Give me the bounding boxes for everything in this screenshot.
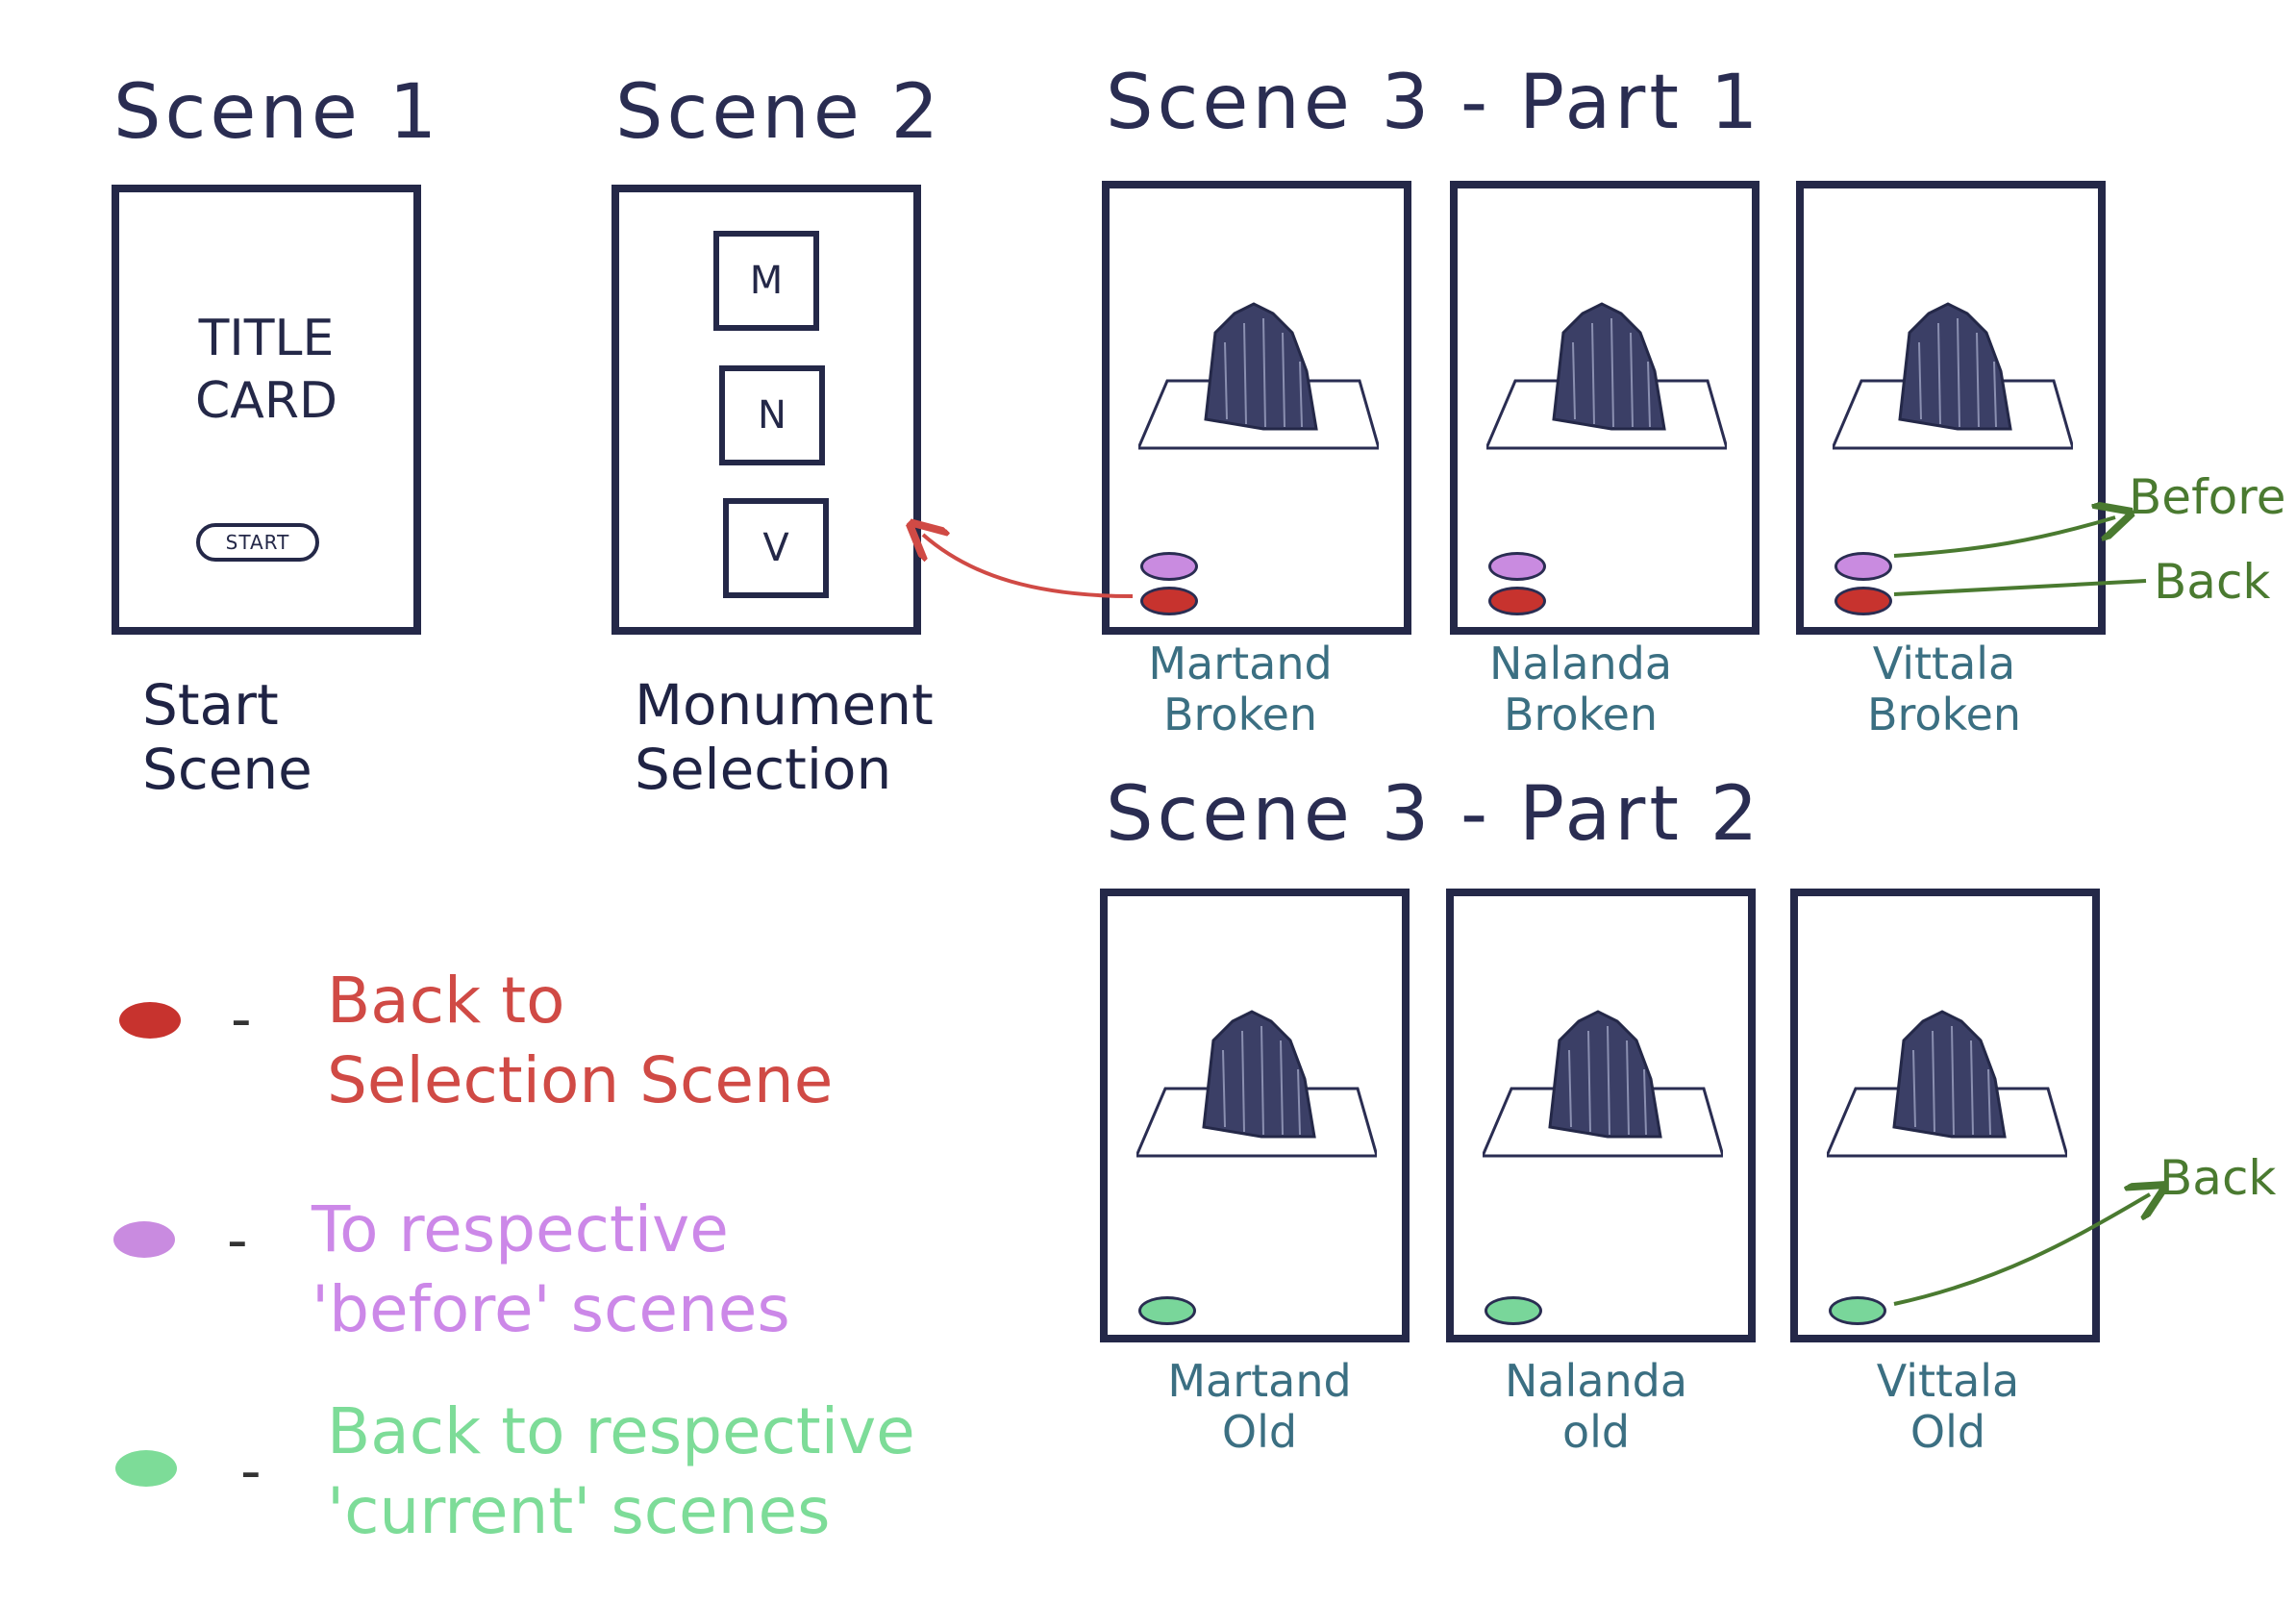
scene2-screen: M N V [611,185,921,635]
nalanda-old-screen [1446,889,1756,1342]
legend-dash: - [240,1438,262,1505]
nalanda-broken-screen [1450,181,1759,635]
monument-sketch-icon [1136,285,1381,462]
back-to-selection-button[interactable] [1834,587,1892,615]
back-annotation-part2: Back [2159,1150,2277,1206]
martand-old-screen [1100,889,1410,1342]
martand-broken-caption: Martand Broken [1148,638,1333,740]
nalanda-broken-caption: Nalanda Broken [1488,638,1673,740]
before-annotation: Before [2129,469,2286,525]
back-to-current-button[interactable] [1485,1296,1542,1325]
before-button[interactable] [1140,552,1198,581]
back-to-selection-button[interactable] [1488,587,1546,615]
scene2-caption: Monument Selection [635,672,934,802]
vittala-old-caption: Vittala Old [1876,1355,2020,1458]
monument-sketch-icon [1824,992,2069,1169]
vittala-broken-screen [1796,181,2106,635]
back-arrow-part1 [1893,579,2147,596]
vittala-old-screen [1790,889,2100,1342]
monument-sketch-icon [1830,285,2075,462]
back-to-current-button[interactable] [1829,1296,1886,1325]
scene1-caption: Start Scene [142,672,312,802]
back-to-current-button[interactable] [1138,1296,1196,1325]
martand-broken-screen [1102,181,1411,635]
start-button[interactable]: START [196,523,319,562]
before-button[interactable] [1488,552,1546,581]
scene1-screen: TITLE CARD START [112,185,421,635]
scene2-heading: Scene 2 [615,69,943,156]
back-annotation-part1: Back [2154,554,2271,610]
legend-purple-dot [113,1221,175,1258]
scene3-part2-heading: Scene 3 - Part 2 [1106,771,1762,858]
monument-button-m[interactable]: M [713,231,819,331]
before-button[interactable] [1834,552,1892,581]
legend-red-text: Back to Selection Scene [327,964,834,1117]
monument-sketch-icon [1134,992,1379,1169]
scene1-heading: Scene 1 [113,69,441,156]
back-to-selection-button[interactable] [1140,587,1198,615]
back-arrow-part2 [1893,1194,2150,1306]
legend-purple-text: To respective 'before' scenes [312,1192,790,1346]
monument-sketch-icon [1480,992,1725,1169]
back-to-selection-arrow [923,535,1134,598]
legend-green-dot [115,1450,177,1487]
monument-button-v[interactable]: V [723,498,829,598]
vittala-broken-caption: Vittala Broken [1866,638,2022,740]
title-card-text: TITLE CARD [194,310,338,430]
nalanda-old-caption: Nalanda old [1504,1355,1688,1458]
before-arrow [1893,517,2115,558]
martand-old-caption: Martand Old [1167,1355,1352,1458]
legend-dash: - [227,1207,248,1274]
monument-button-n[interactable]: N [719,365,825,465]
legend-red-dot [119,1002,181,1039]
legend-green-text: Back to respective 'current' scenes [327,1394,915,1548]
scene3-part1-heading: Scene 3 - Part 1 [1106,60,1762,146]
legend-dash: - [231,986,252,1053]
